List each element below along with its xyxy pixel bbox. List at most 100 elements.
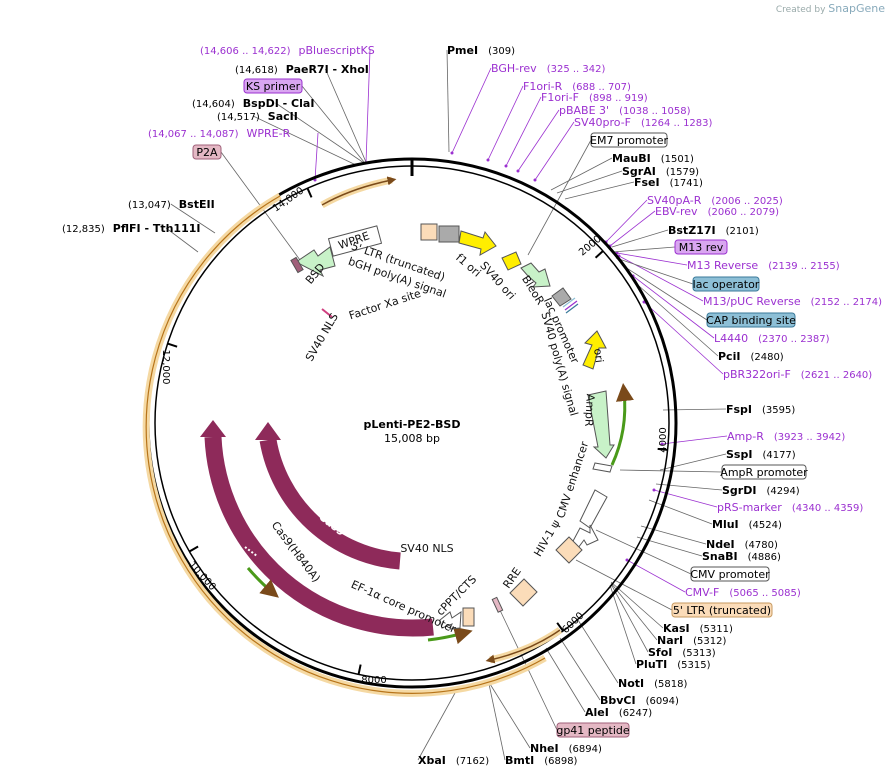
site-leader <box>488 683 506 761</box>
feature-label: SV40 NLS <box>400 542 453 555</box>
primer-label[interactable]: F1ori-R(688 .. 707) <box>523 80 631 93</box>
restriction-site[interactable]: BmtI(6898) <box>505 754 578 767</box>
sv40-pa-box <box>551 287 572 307</box>
primer-label[interactable]: L4440(2370 .. 2387) <box>714 332 830 345</box>
primer-label[interactable]: (14,606 .. 14,622)pBluescriptKS <box>200 44 375 57</box>
feature-box-label: KS primer <box>246 80 301 93</box>
primer-mark <box>450 151 454 155</box>
restriction-site[interactable]: NotI(5818) <box>618 677 687 690</box>
restriction-site[interactable]: (14,517)SacII <box>217 110 298 123</box>
restriction-site[interactable]: NheI(6894) <box>530 742 602 755</box>
site-leader <box>325 68 367 163</box>
restriction-site[interactable]: KasI(5311) <box>663 622 733 635</box>
primer-label[interactable]: SV40pA-R(2006 .. 2025) <box>647 194 783 207</box>
feature-label: CMV enhancer <box>554 439 591 520</box>
site-leader <box>655 483 723 491</box>
restriction-site[interactable]: SfoI(5313) <box>648 646 716 659</box>
primer-label[interactable]: pRS-marker(4340 .. 4359) <box>717 501 863 514</box>
restriction-site[interactable]: SgrAI(1579) <box>622 165 699 178</box>
primer-label[interactable]: pBABE 3'(1038 .. 1058) <box>559 104 691 117</box>
feature-box-label: lac operator <box>693 278 760 291</box>
feature-box[interactable] <box>706 312 796 328</box>
insert-bottom-arrow-line <box>485 629 561 664</box>
feature-box[interactable] <box>692 276 760 292</box>
watermark-prefix: Created by <box>775 5 826 15</box>
primer-label[interactable]: Amp-R(3923 .. 3942) <box>727 430 845 443</box>
cas9-h840a-arrowhead <box>200 420 226 437</box>
feature-box[interactable] <box>590 132 668 148</box>
site-leader <box>275 102 365 164</box>
feature-box[interactable] <box>192 144 222 160</box>
restriction-site[interactable]: FseI(1741) <box>634 176 703 189</box>
restriction-site[interactable]: (12,835)PflFI - Tth111I <box>62 222 201 235</box>
ampr-arrow <box>587 390 615 459</box>
feature-box-label: M13 rev <box>679 241 724 254</box>
watermark-brand: SnapGene <box>828 2 885 15</box>
primer-mark <box>486 158 490 162</box>
primer-leader <box>609 210 656 247</box>
primer-leader <box>626 559 686 593</box>
restriction-site[interactable]: PluTI(5315) <box>636 658 711 671</box>
bsd-mark <box>290 256 304 274</box>
primer-label[interactable]: CMV-F(5065 .. 5085) <box>685 586 801 599</box>
feature-label: SV40 NLS <box>303 311 341 364</box>
restriction-site[interactable]: PciI(2480) <box>718 350 784 363</box>
restriction-site[interactable]: MluI(4524) <box>712 518 782 531</box>
primer-leader <box>653 489 718 508</box>
feature-box-label: CAP binding site <box>706 314 796 327</box>
feature-box-label: CMV promoter <box>690 568 770 581</box>
restriction-site[interactable]: SnaBI(4886) <box>702 550 781 563</box>
cppt-box <box>462 607 475 627</box>
feature-box[interactable] <box>243 78 303 94</box>
primer-mark <box>504 164 508 168</box>
site-leader <box>559 637 601 701</box>
primer-label[interactable]: EBV-rev(2060 .. 2079) <box>655 205 779 218</box>
site-leader <box>609 584 637 665</box>
restriction-site[interactable]: MauBI(1501) <box>612 152 694 165</box>
restriction-site[interactable]: BbvCI(6094) <box>600 694 679 707</box>
insert-top-arrow-line <box>321 176 397 206</box>
cas9-h840a-arc <box>204 436 434 637</box>
restriction-site[interactable]: NarI(5312) <box>657 634 727 647</box>
primer-label[interactable]: BGH-rev(325 .. 342) <box>491 62 605 75</box>
feature-box[interactable] <box>556 722 630 738</box>
restriction-site[interactable]: NdeI(4780) <box>706 538 778 551</box>
feature-box[interactable] <box>721 464 807 480</box>
factor-xa-mark <box>321 308 333 318</box>
primer-leader <box>632 275 715 339</box>
feature-box[interactable] <box>674 239 728 255</box>
box-leader <box>611 246 676 253</box>
restriction-site[interactable]: PmeI(309) <box>447 44 515 57</box>
restriction-site[interactable]: SgrDI(4294) <box>722 484 800 497</box>
restriction-site[interactable]: BstZ17I(2101) <box>668 224 759 237</box>
primer-label[interactable]: M13/pUC Reverse(2152 .. 2174) <box>703 295 882 308</box>
restriction-site[interactable]: XbaI(7162) <box>418 754 489 767</box>
restriction-site[interactable]: (13,047)BstEII <box>128 198 215 211</box>
lac-marks <box>562 297 579 314</box>
primer-label[interactable]: (14,067 .. 14,087)WPRE-R <box>148 127 291 140</box>
primer-label[interactable]: M13 Reverse(2139 .. 2155) <box>687 259 840 272</box>
insert-top-arrow <box>320 176 393 209</box>
gp41-mark <box>491 596 504 613</box>
cas9-arrowhead <box>255 422 281 440</box>
restriction-site[interactable]: (14,604)BspDI - ClaI <box>192 97 314 110</box>
insert-arc-line <box>145 195 546 694</box>
primer-label[interactable]: SV40pro-F(1264 .. 1283) <box>574 116 713 129</box>
primer-label[interactable]: pBR322ori-F(2621 .. 2640) <box>723 368 872 381</box>
tick-label: 8000 <box>361 675 386 686</box>
feature-box[interactable] <box>671 602 773 618</box>
primer-leader <box>487 85 524 161</box>
primer-label[interactable]: F1ori-F(898 .. 919) <box>541 91 648 104</box>
feature-box-label: AmpR promoter <box>720 466 808 479</box>
restriction-site[interactable]: AleI(6247) <box>585 706 652 719</box>
feature-box[interactable] <box>690 566 770 582</box>
sv40-ori-box <box>501 251 522 271</box>
restriction-site[interactable]: (14,618)PaeR7I - XhoI <box>235 63 369 76</box>
restriction-site[interactable]: FspI(3595) <box>726 403 795 416</box>
site-leader <box>638 285 719 357</box>
primer-labels: (14,606 .. 14,622)pBluescriptKS BGH-rev(3… <box>148 44 882 599</box>
site-leader <box>662 408 727 411</box>
bgh-box <box>438 225 460 243</box>
restriction-site[interactable]: SspI(4177) <box>726 448 796 461</box>
